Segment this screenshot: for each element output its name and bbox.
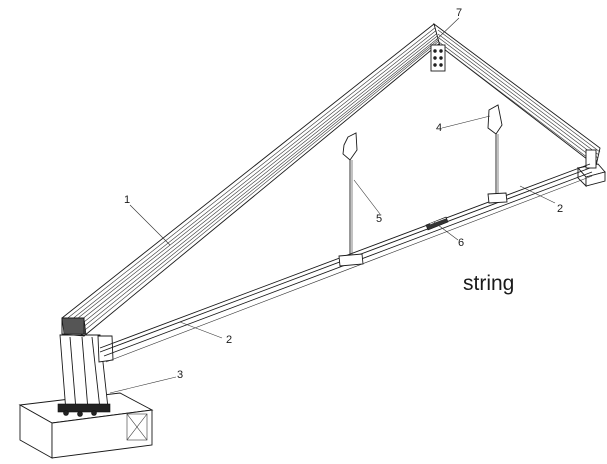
callout-7: 7 [456, 7, 462, 19]
turnbuckle [425, 216, 449, 231]
right-support-block [577, 149, 606, 188]
string-annotation: string [463, 272, 514, 295]
callout-6: 6 [458, 237, 464, 249]
leader-lines [109, 17, 556, 394]
callout-4: 4 [436, 122, 442, 134]
callout-2-left: 2 [226, 334, 232, 346]
hanger-right [487, 104, 508, 204]
left-rafter [61, 23, 447, 337]
left-post [57, 334, 114, 417]
callout-1: 1 [124, 194, 130, 206]
ridge-connector [430, 44, 446, 72]
callout-3: 3 [177, 369, 183, 381]
hanger-left [338, 132, 364, 267]
callout-5: 5 [376, 213, 382, 225]
left-support-block [18, 392, 154, 459]
callout-2-right: 2 [557, 203, 563, 215]
right-rafter [433, 22, 601, 167]
